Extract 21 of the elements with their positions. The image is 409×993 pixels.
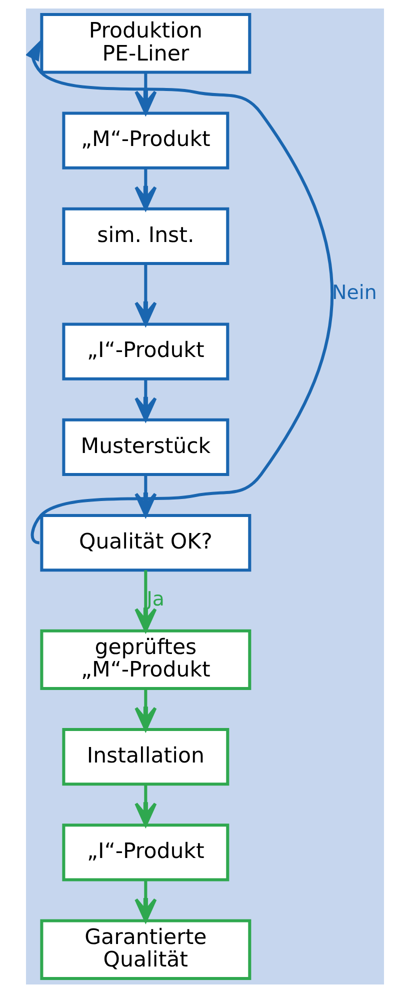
arrow <box>134 168 156 210</box>
arrow <box>134 264 156 326</box>
arrow <box>134 72 156 115</box>
node-box: sim. Inst. <box>62 207 229 265</box>
node-box: „M“-Produkt <box>62 112 229 170</box>
node-box: „I“-Produkt <box>62 322 229 380</box>
edge-label: Ja <box>146 588 164 611</box>
edge-label: Nein <box>331 281 376 304</box>
arrow <box>26 39 333 544</box>
arrow <box>134 880 156 922</box>
arrow <box>134 570 156 632</box>
node-box: „I“-Produkt <box>62 824 229 882</box>
arrow <box>134 688 156 731</box>
node-box: Produktion PE-Liner <box>40 13 251 74</box>
arrow <box>134 784 156 826</box>
node-box: Installation <box>62 728 229 786</box>
node-box: Qualität OK? <box>40 514 251 572</box>
node-box: Musterstück <box>62 418 229 476</box>
arrow <box>134 379 156 422</box>
node-box: geprüftes „M“-Produkt <box>40 629 251 690</box>
node-box: Garantierte Qualität <box>40 919 251 980</box>
